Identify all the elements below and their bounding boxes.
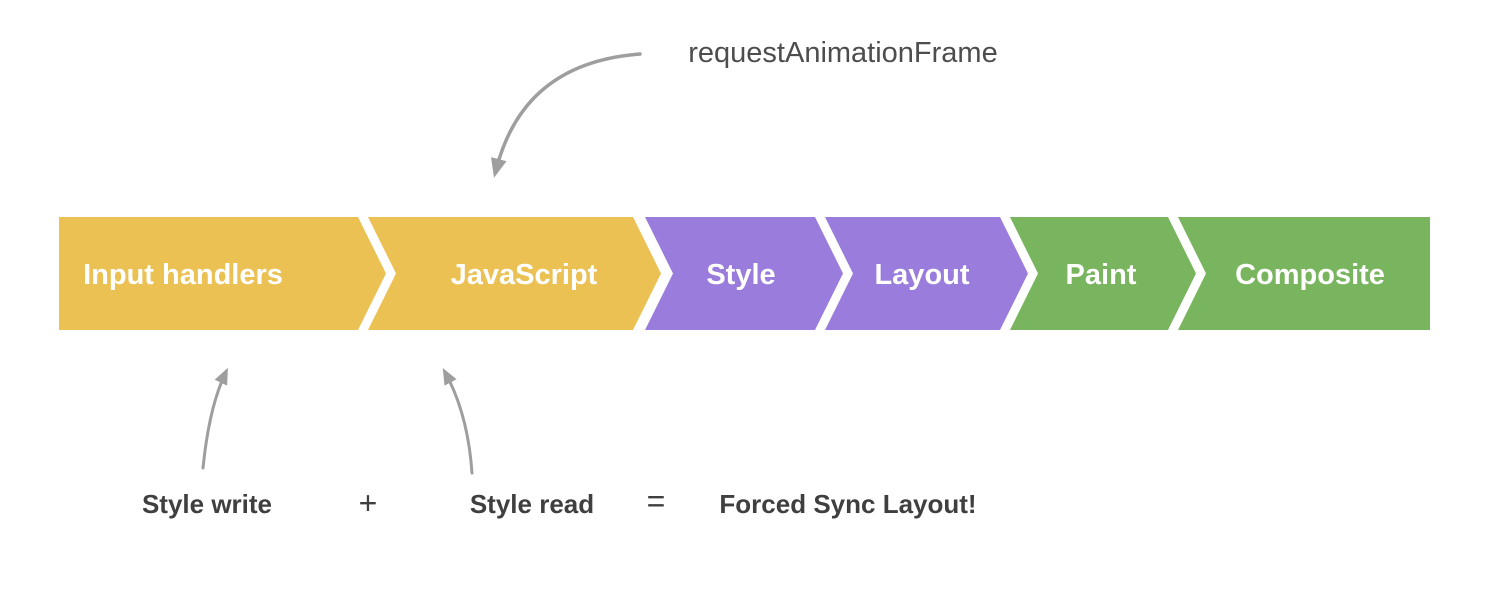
pipeline-bar: Input handlers JavaScript Style Layout P… (59, 217, 1430, 330)
pipeline-segment-paint (1010, 217, 1196, 330)
pipeline-segment-style (645, 217, 843, 330)
plus-sign: + (359, 485, 378, 521)
segment-label-composite: Composite (1235, 259, 1385, 291)
segment-label-layout: Layout (874, 259, 969, 291)
style-read-label: Style read (470, 489, 594, 519)
segment-label-input-handlers: Input handlers (83, 259, 283, 291)
segment-label-javascript: JavaScript (451, 259, 598, 291)
style-read-arrow-icon (442, 367, 474, 475)
equals-sign: = (647, 483, 666, 519)
forced-sync-layout-equation: Style write + Style read = Forced Sync L… (142, 483, 977, 521)
pipeline-segment-input-handlers (59, 217, 386, 330)
raf-arrow-icon (491, 52, 642, 178)
pipeline-segment-layout (825, 217, 1028, 330)
pipeline-segment-composite (1178, 217, 1430, 330)
segment-label-paint: Paint (1066, 259, 1137, 291)
style-write-label: Style write (142, 489, 272, 519)
style-write-arrow-icon (201, 367, 228, 470)
forced-sync-layout-label: Forced Sync Layout! (719, 489, 976, 519)
raf-label: requestAnimationFrame (688, 37, 997, 69)
segment-label-style: Style (706, 259, 775, 291)
pipeline-segment-javascript (368, 217, 661, 330)
